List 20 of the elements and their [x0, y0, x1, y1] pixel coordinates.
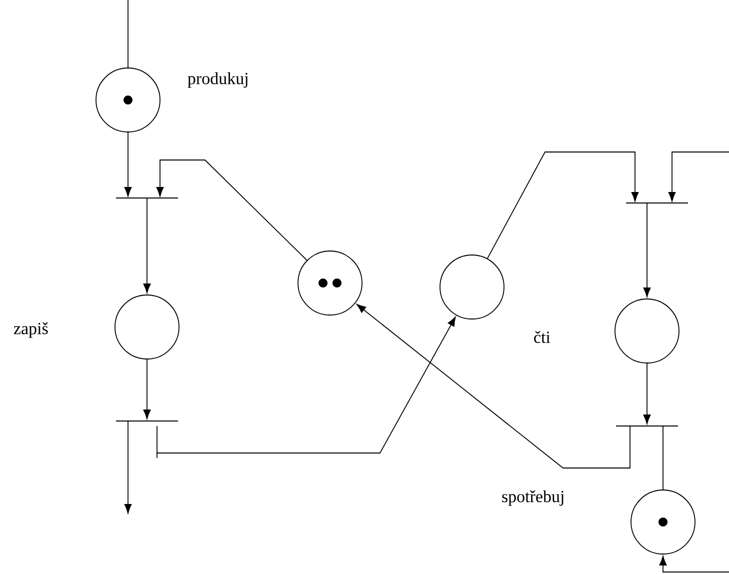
- arrow: [486, 152, 639, 259]
- arrow: [143, 198, 151, 294]
- place-label: spotřebuj: [502, 490, 564, 506]
- arrow: [124, 420, 132, 514]
- arrow: [659, 556, 729, 572]
- arrow: [356, 304, 630, 468]
- arrow: [124, 132, 132, 197]
- place-label: čti: [534, 331, 550, 343]
- arrow: [668, 152, 729, 202]
- place-label: produkuj: [188, 72, 248, 88]
- place-label: zapiš: [14, 322, 48, 338]
- arrow: [156, 160, 308, 261]
- connector-line: [662, 426, 664, 490]
- place-circle: [114, 294, 180, 360]
- arrow: [643, 202, 651, 298]
- place-circle: [440, 254, 504, 320]
- arrow: [643, 363, 651, 424]
- arrow: [156, 316, 456, 458]
- place-circle: [614, 298, 680, 364]
- arrow: [143, 359, 151, 420]
